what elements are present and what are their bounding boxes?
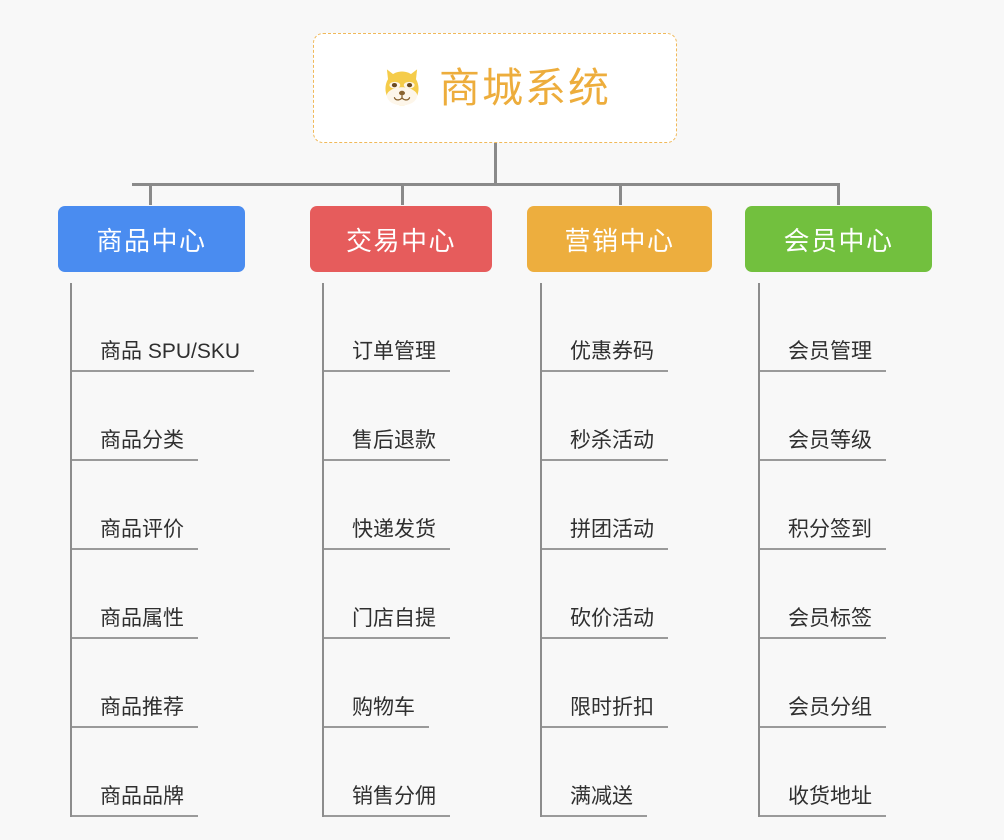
category-header-trade-center[interactable]: 交易中心 (310, 206, 492, 272)
column-items-list: 订单管理 售后退款 快递发货 门店自提 购物车 销售分佣 (322, 283, 450, 817)
category-header-marketing-center[interactable]: 营销中心 (527, 206, 712, 272)
list-item[interactable]: 快递发货 (324, 461, 450, 550)
list-item-label: 优惠券码 (542, 340, 668, 372)
list-item-label: 商品分类 (72, 429, 198, 461)
list-item[interactable]: 购物车 (324, 639, 450, 728)
category-header-product-center[interactable]: 商品中心 (58, 206, 245, 272)
column-trade-center: 订单管理 售后退款 快递发货 门店自提 购物车 销售分佣 (322, 283, 450, 817)
list-item[interactable]: 商品品牌 (72, 728, 254, 817)
list-item[interactable]: 满减送 (542, 728, 668, 817)
list-item-label: 会员管理 (760, 340, 886, 372)
list-item[interactable]: 商品属性 (72, 550, 254, 639)
column-member-center: 会员管理 会员等级 积分签到 会员标签 会员分组 收货地址 (758, 283, 886, 817)
root-node-商城系统[interactable]: 商城系统 (313, 33, 677, 143)
list-item-label: 满减送 (542, 785, 647, 817)
list-item-label: 门店自提 (324, 607, 450, 639)
connector-horizontal-bus (132, 183, 840, 186)
list-item-label: 限时折扣 (542, 696, 668, 728)
list-item[interactable]: 商品 SPU/SKU (72, 283, 255, 372)
category-header-label: 营销中心 (564, 225, 675, 256)
list-item-label: 会员标签 (760, 607, 886, 639)
list-item[interactable]: 优惠券码 (542, 283, 668, 372)
list-item[interactable]: 收货地址 (760, 728, 886, 817)
list-item-label: 秒杀活动 (542, 429, 668, 461)
list-item-label: 拼团活动 (542, 518, 668, 550)
category-header-label: 商品中心 (96, 225, 207, 256)
list-item[interactable]: 销售分佣 (324, 728, 450, 817)
list-item-label: 会员等级 (760, 429, 886, 461)
connector-drop-member-center (837, 183, 840, 205)
list-item-label: 商品 SPU/SKU (72, 340, 255, 372)
list-item[interactable]: 积分签到 (760, 461, 886, 550)
list-item[interactable]: 商品评价 (72, 461, 254, 550)
list-item-label: 商品品牌 (72, 785, 198, 817)
connector-drop-product-center (149, 183, 152, 205)
list-item[interactable]: 拼团活动 (542, 461, 668, 550)
list-item-label: 砍价活动 (542, 607, 668, 639)
list-item-label: 收货地址 (760, 785, 886, 817)
list-item[interactable]: 秒杀活动 (542, 372, 668, 461)
category-header-label: 会员中心 (783, 225, 894, 256)
list-item[interactable]: 会员等级 (760, 372, 886, 461)
list-item-label: 售后退款 (324, 429, 450, 461)
list-item[interactable]: 砍价活动 (542, 550, 668, 639)
list-item-label: 商品评价 (72, 518, 198, 550)
list-item-label: 会员分组 (760, 696, 886, 728)
list-item[interactable]: 会员分组 (760, 639, 886, 728)
list-item[interactable]: 限时折扣 (542, 639, 668, 728)
connector-drop-marketing-center (619, 183, 622, 205)
root-title: 商城系统 (439, 64, 611, 111)
list-item[interactable]: 售后退款 (324, 372, 450, 461)
list-item[interactable]: 商品推荐 (72, 639, 254, 728)
column-items-list: 会员管理 会员等级 积分签到 会员标签 会员分组 收货地址 (758, 283, 886, 817)
list-item-label: 订单管理 (324, 340, 450, 372)
dog-face-icon (385, 69, 419, 106)
connector-drop-trade-center (401, 183, 404, 205)
list-item-label: 快递发货 (324, 518, 450, 550)
column-items-list: 商品 SPU/SKU 商品分类 商品评价 商品属性 商品推荐 商品品牌 (70, 283, 255, 817)
category-header-member-center[interactable]: 会员中心 (745, 206, 932, 272)
list-item[interactable]: 会员标签 (760, 550, 886, 639)
column-marketing-center: 优惠券码 秒杀活动 拼团活动 砍价活动 限时折扣 满减送 (540, 283, 668, 817)
connector-root-stem (494, 143, 497, 185)
list-item-label: 积分签到 (760, 518, 886, 550)
list-item-label: 商品属性 (72, 607, 198, 639)
list-item[interactable]: 门店自提 (324, 550, 450, 639)
list-item-label: 商品推荐 (72, 696, 198, 728)
list-item[interactable]: 会员管理 (760, 283, 886, 372)
list-item[interactable]: 订单管理 (324, 283, 450, 372)
category-header-label: 交易中心 (345, 225, 456, 256)
list-item[interactable]: 商品分类 (72, 372, 254, 461)
column-product-center: 商品 SPU/SKU 商品分类 商品评价 商品属性 商品推荐 商品品牌 (70, 283, 255, 817)
column-items-list: 优惠券码 秒杀活动 拼团活动 砍价活动 限时折扣 满减送 (540, 283, 668, 817)
list-item-label: 购物车 (324, 696, 429, 728)
list-item-label: 销售分佣 (324, 785, 450, 817)
